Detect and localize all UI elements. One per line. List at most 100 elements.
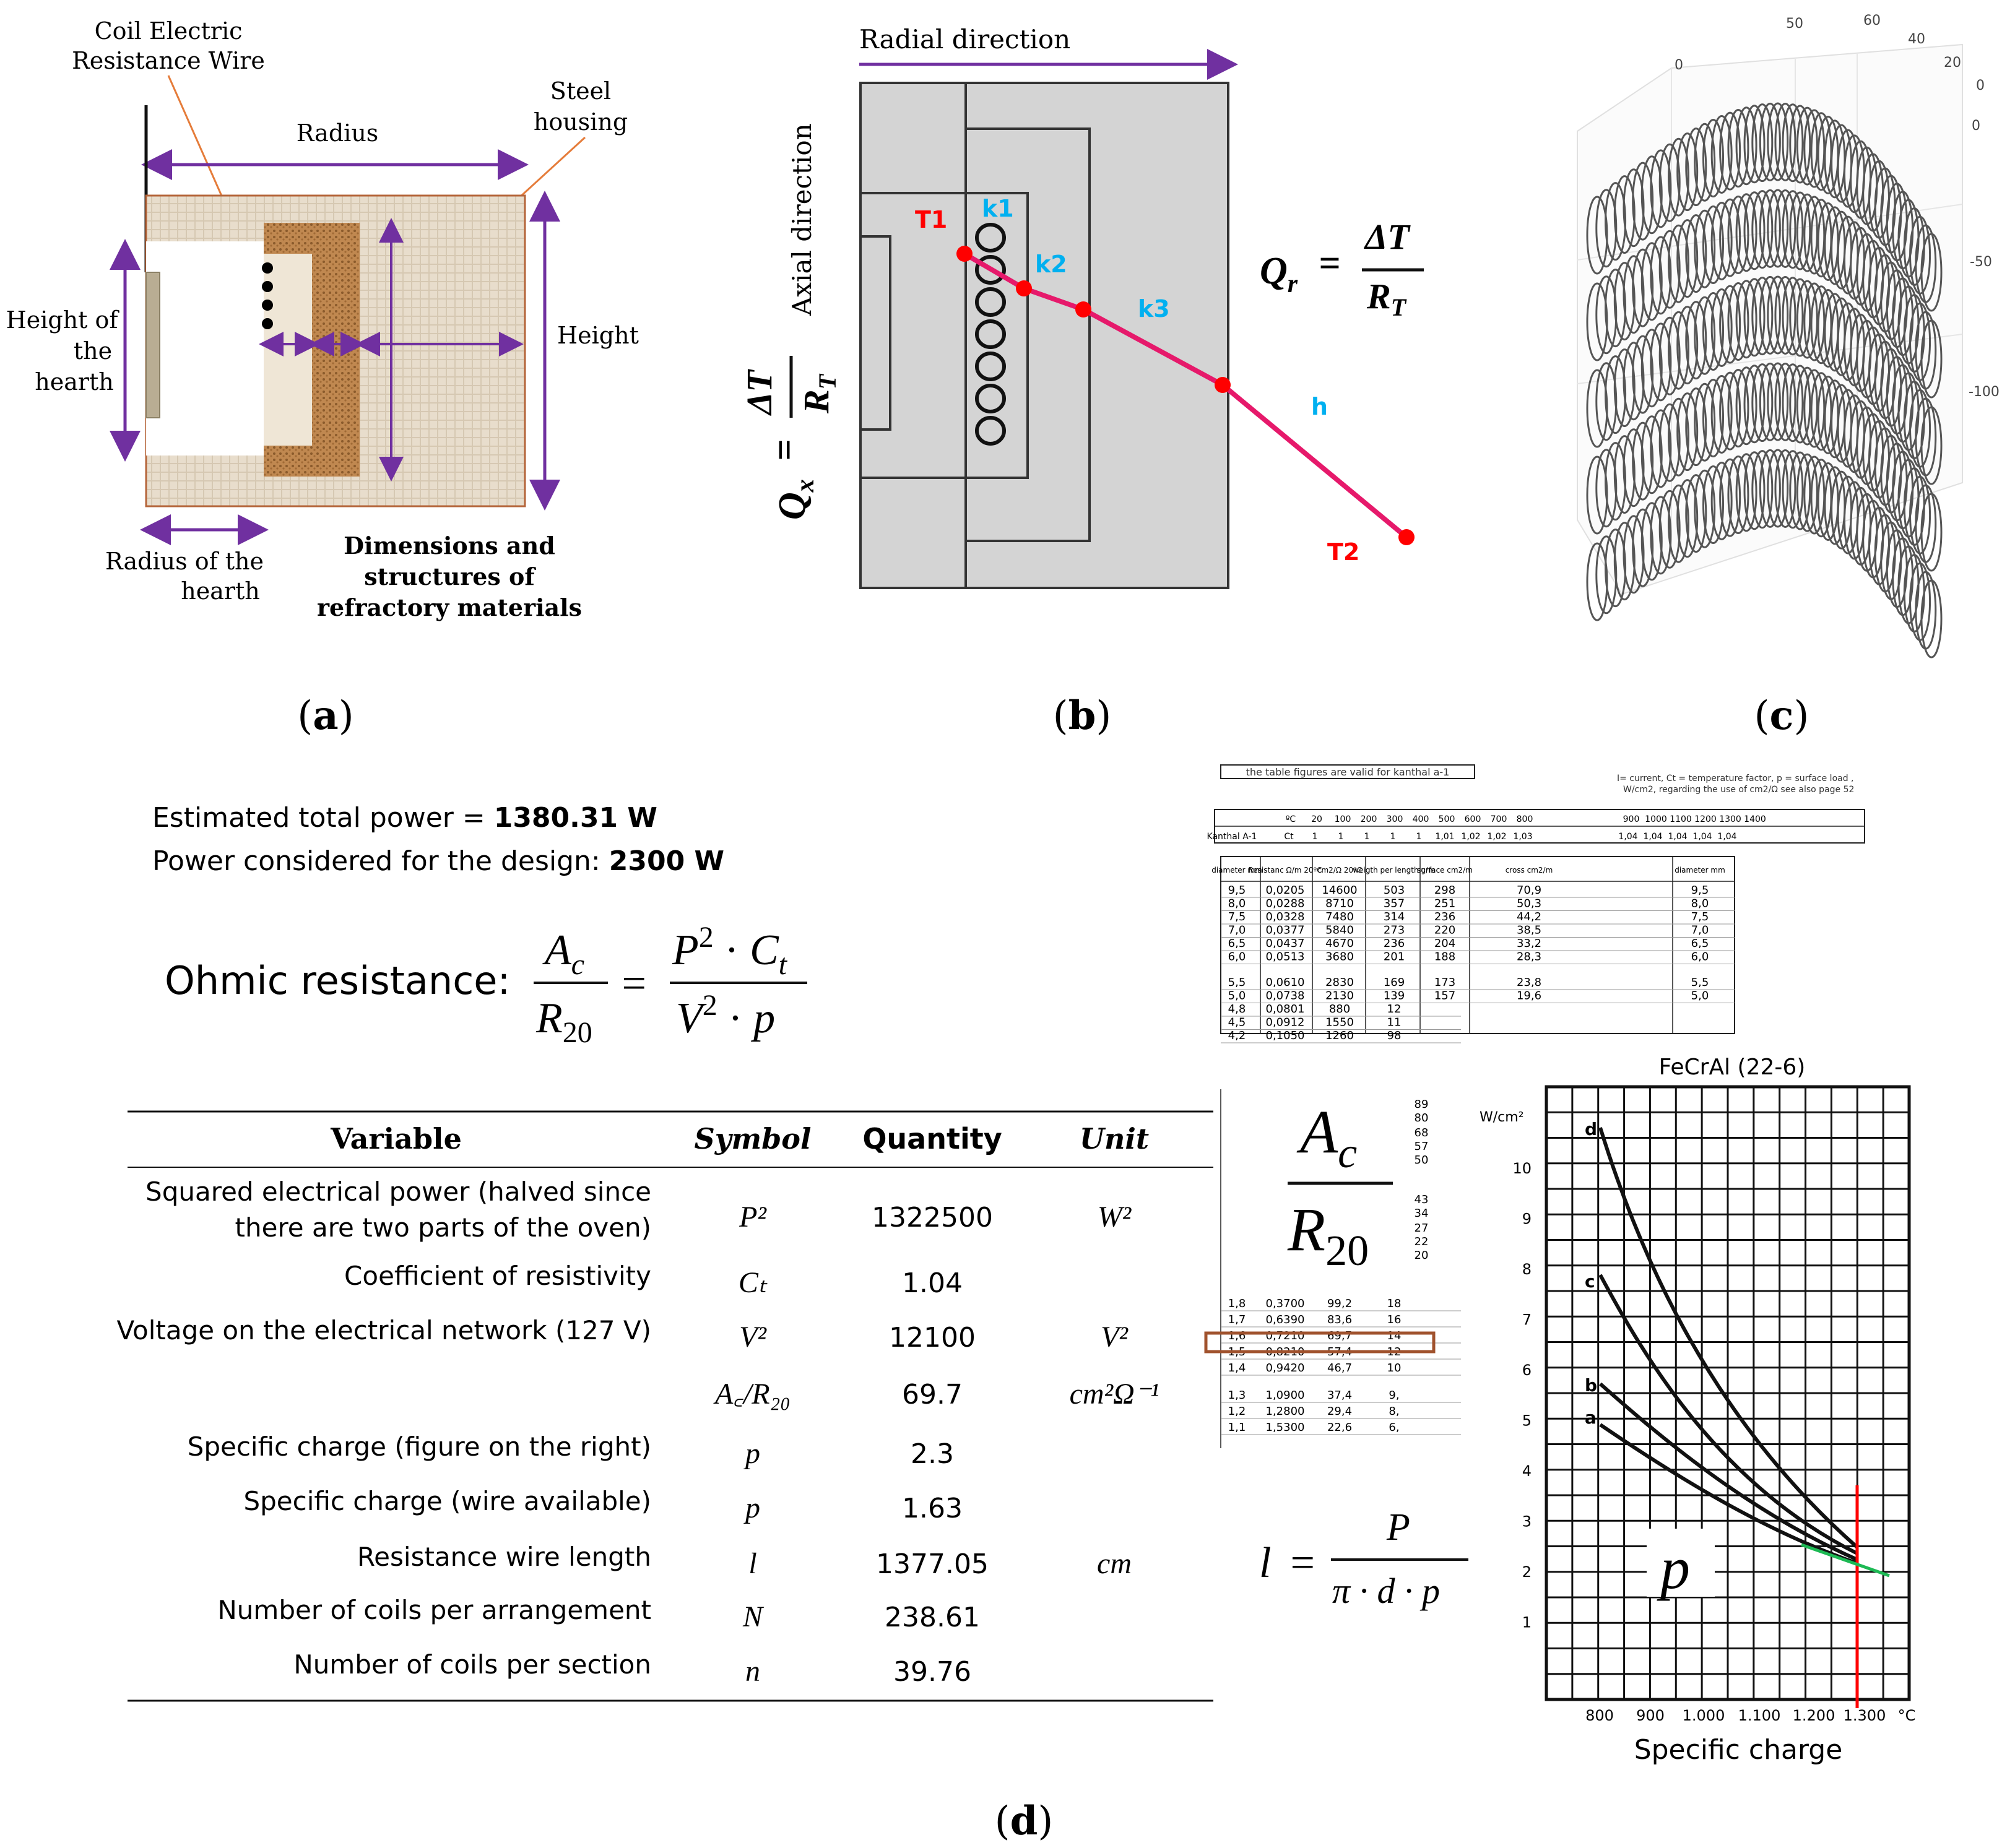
temp-row-cell: 1 [1416,832,1422,842]
kanthal-cell: 251 [1434,897,1455,910]
kanthal-cell: 236 [1384,937,1405,950]
helix-ring [1796,366,1818,446]
steel-label-line2: housing [534,108,628,136]
cell-quantity: 1322500 [872,1202,993,1233]
fecral-xtick: 1.100 [1738,1707,1781,1724]
cell-variable: Specific charge (figure on the right) [188,1431,651,1462]
kanthal-cell: 11 [1387,1016,1402,1029]
cell-quantity: 1.04 [902,1267,963,1299]
k2-label: k2 [1035,251,1067,278]
helix-ring [1640,242,1663,321]
helix-ring [1685,127,1707,207]
header-unit: Unit [1080,1122,1149,1155]
kanthal-cell: 1,8 [1228,1297,1246,1310]
curve-label-a: a [1585,1407,1597,1428]
panel-d-tag: (d) [995,1798,1054,1844]
kanthal-cell: 0,0610 [1266,976,1305,989]
kanthal-cell: 7,5 [1228,910,1246,923]
table-row: Squared electrical power (halved sinceth… [145,1177,1132,1243]
helix-ring [1782,450,1804,529]
cell-symbol: A꜀/R₂₀ [713,1378,791,1410]
helix-ring [1909,562,1931,641]
kanthal-cell: 33,2 [1517,937,1541,950]
kanthal-cell: 273 [1384,924,1405,937]
ac-num: A [1296,1097,1338,1166]
kanthal-cell: 5,0 [1228,990,1246,1003]
coil-dot [262,318,273,329]
temp-header-cell: 1100 [1670,814,1692,824]
svg-text:=: = [764,439,806,461]
temp-header-cell: ºC [1286,814,1296,824]
kanthal-partial-cell: 89 [1415,1098,1429,1111]
coil-label-line1: Coil Electric [95,17,243,45]
p-callout: p [1657,1535,1690,1601]
kanthal-cell: 1,5300 [1266,1421,1305,1434]
coil-dot [262,281,273,292]
helix-ring [1743,451,1766,530]
helix-ring [1767,102,1789,181]
kanthal-cell: 4,2 [1228,1029,1246,1042]
qr-den: R [1366,276,1391,316]
helix-ring [1782,277,1804,356]
helix-ring [1796,453,1818,532]
ac-den: R [1287,1195,1325,1264]
caption-line1: Dimensions and [344,532,555,559]
kanthal-col-header: cm2/Ω 20ºC [1317,866,1362,874]
temp-header-cell: 1000 [1645,814,1667,824]
helix-ring [1710,201,1733,280]
curve-d [1598,1127,1858,1549]
cell-quantity: 1377.05 [876,1548,989,1580]
helix-ring [1751,277,1774,356]
helix-ring [1613,522,1636,601]
helix-ring [1727,369,1749,448]
helix-ring [1727,282,1749,361]
svg-text:Qx: Qx [771,479,820,520]
helix-ring [1640,502,1663,581]
coil-dot [262,300,273,311]
tick-c-r0: 0 [1972,118,1980,134]
cell-unit: V² [1101,1321,1129,1354]
helix-ring [1735,453,1757,532]
kanthal-cell: 6,5 [1691,937,1709,950]
helix-ring [1915,484,1937,563]
kanthal-cell: 14600 [1322,884,1357,897]
height-label: Height [557,322,639,349]
helix-ring [1658,316,1681,395]
lf-l: l [1259,1539,1271,1587]
kanthal-cell: 157 [1434,990,1455,1003]
helix-ring [1782,363,1804,443]
kanthal-cell: 1,4 [1228,1362,1246,1375]
helix-ring [1702,378,1725,457]
helix-ring [1759,189,1781,268]
temp-header-cell: 400 [1413,814,1429,824]
fecral-grid [1546,1087,1909,1699]
helix-ring [1774,189,1796,268]
kanthal-col-header: weigth per length g/m [1353,866,1435,874]
helix-ring [1640,415,1663,494]
helix-ring [1774,102,1796,181]
helix-ring [1650,149,1672,228]
helix-ring [1782,190,1804,269]
temp-row-cell: Ct [1284,832,1294,842]
qx-den-sub: T [813,373,841,389]
cell-unit: W² [1098,1201,1132,1233]
helix-ring [1676,132,1699,212]
helix-ring [1719,458,1741,537]
kanthal-cell: 7,5 [1691,910,1709,923]
helix-ring [1632,335,1654,414]
helix-ring [1759,102,1781,181]
helix-ring [1676,306,1699,385]
helix-ring [1920,406,1943,485]
helix-ring [1658,143,1681,222]
kanthal-cell: 139 [1384,990,1405,1003]
ohmic-formula: Ac R20 = P2 · Ct V2 · p [534,921,807,1049]
helix-ring [1694,209,1716,288]
cell-quantity: 69.7 [902,1379,963,1410]
kanthal-note-1: I= current, Ct = temperature factor, p =… [1617,774,1854,784]
kanthal-cell: 1,3 [1228,1389,1246,1402]
kanthal-cell: 0,0328 [1266,910,1305,923]
helix-ring [1676,392,1699,472]
helix-ring [1702,291,1725,371]
